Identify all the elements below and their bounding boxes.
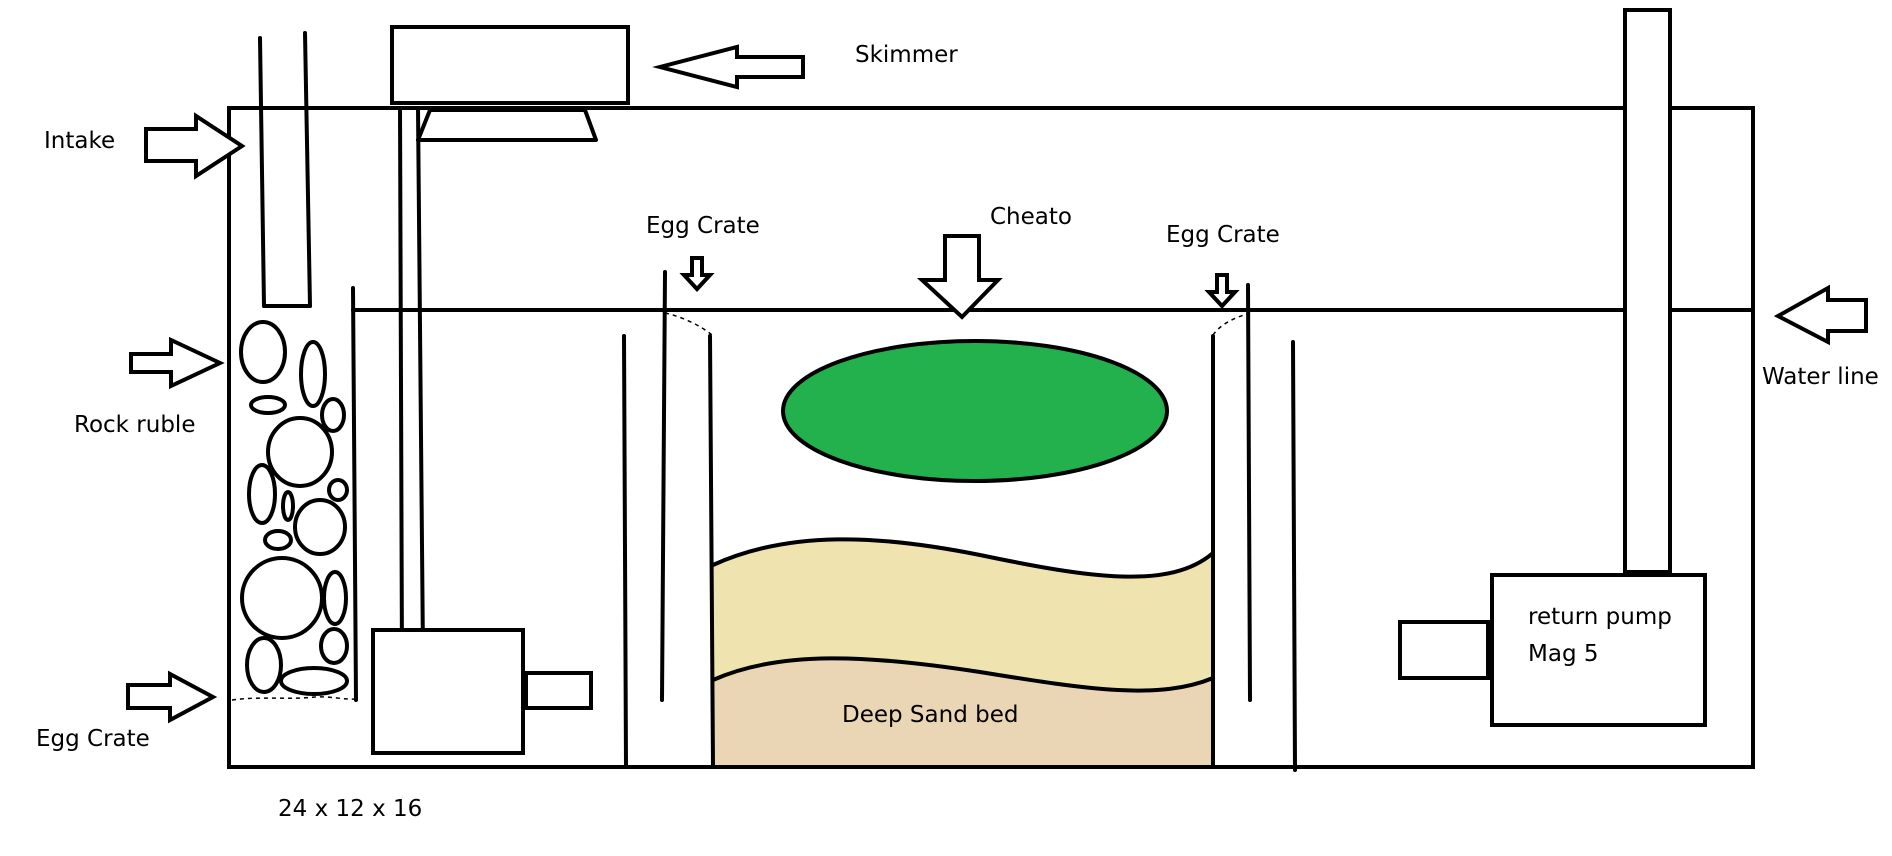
deep-sand-bed-label: Deep Sand bed — [842, 702, 1018, 728]
rock-ruble-arrow-icon — [129, 336, 225, 390]
rock-ruble-label: Rock ruble — [74, 412, 195, 438]
egg-crate-right-dashed — [1212, 312, 1251, 336]
skimmer-arrow-icon — [652, 44, 805, 90]
baffle-left-middle — [660, 270, 667, 702]
rock — [240, 556, 324, 640]
rock-ruble-group — [239, 320, 349, 696]
rock — [266, 416, 334, 488]
dimensions-label: 24 x 12 x 16 — [278, 796, 422, 822]
water-line-arrow-icon — [1773, 284, 1868, 346]
rock — [319, 627, 349, 665]
sand-divider-edge — [711, 656, 1215, 693]
rock — [281, 490, 295, 522]
skimmer-pump-outlet — [524, 671, 593, 710]
baffle-left-outer — [622, 334, 628, 769]
return-pump-body — [1490, 573, 1707, 727]
sand-top-layer — [713, 539, 1213, 691]
rock — [327, 478, 349, 502]
rock-chamber-wall — [351, 286, 358, 702]
skimmer-tube-left — [398, 106, 404, 667]
egg-crate-top-right-label: Egg Crate — [1166, 222, 1280, 248]
egg-crate-right-arrow-icon — [1204, 273, 1240, 309]
intake-label: Intake — [44, 128, 115, 154]
skimmer-label: Skimmer — [855, 42, 958, 68]
rock — [293, 498, 347, 556]
egg-crate-bottom-label: Egg Crate — [36, 726, 150, 752]
egg-crate-bottom-dashed — [231, 696, 357, 701]
skimmer-cup — [416, 108, 598, 142]
egg-crate-bottom-arrow-icon — [126, 670, 218, 724]
sand-top-edge — [711, 537, 1215, 579]
egg-crate-top-left-label: Egg Crate — [646, 213, 760, 239]
return-pump-model-label: Mag 5 — [1528, 641, 1598, 667]
intake-pipe-left — [258, 36, 266, 308]
egg-crate-left-arrow-icon — [679, 256, 715, 292]
baffle-right-middle — [1246, 283, 1252, 702]
rock — [299, 340, 327, 408]
sump-tank-outline — [227, 106, 1755, 769]
skimmer-tube-right — [416, 106, 425, 657]
return-pump-label: return pump — [1528, 604, 1672, 630]
rock — [279, 666, 349, 696]
return-pump-pipe — [1623, 8, 1672, 574]
egg-crate-left-dashed — [664, 312, 713, 336]
return-pump-inlet — [1398, 620, 1490, 680]
rock — [239, 320, 287, 384]
baffle-right-outer — [1291, 340, 1297, 772]
rock — [249, 395, 287, 415]
water-line-label: Water line — [1762, 364, 1879, 390]
rock — [245, 636, 283, 694]
skimmer-pump — [371, 628, 525, 755]
skimmer-body — [390, 25, 630, 105]
cheato-ball — [781, 339, 1169, 483]
rock — [320, 397, 346, 433]
cheato-label: Cheato — [990, 204, 1072, 230]
cheato-arrow-icon — [916, 234, 1003, 320]
deep-sand-bed-layer — [713, 658, 1213, 768]
intake-pipe-right — [303, 31, 312, 308]
baffle-left-inner — [708, 334, 715, 769]
rock — [247, 463, 277, 525]
rock — [322, 570, 348, 626]
rock — [263, 529, 293, 551]
intake-arrow-icon — [144, 112, 246, 180]
